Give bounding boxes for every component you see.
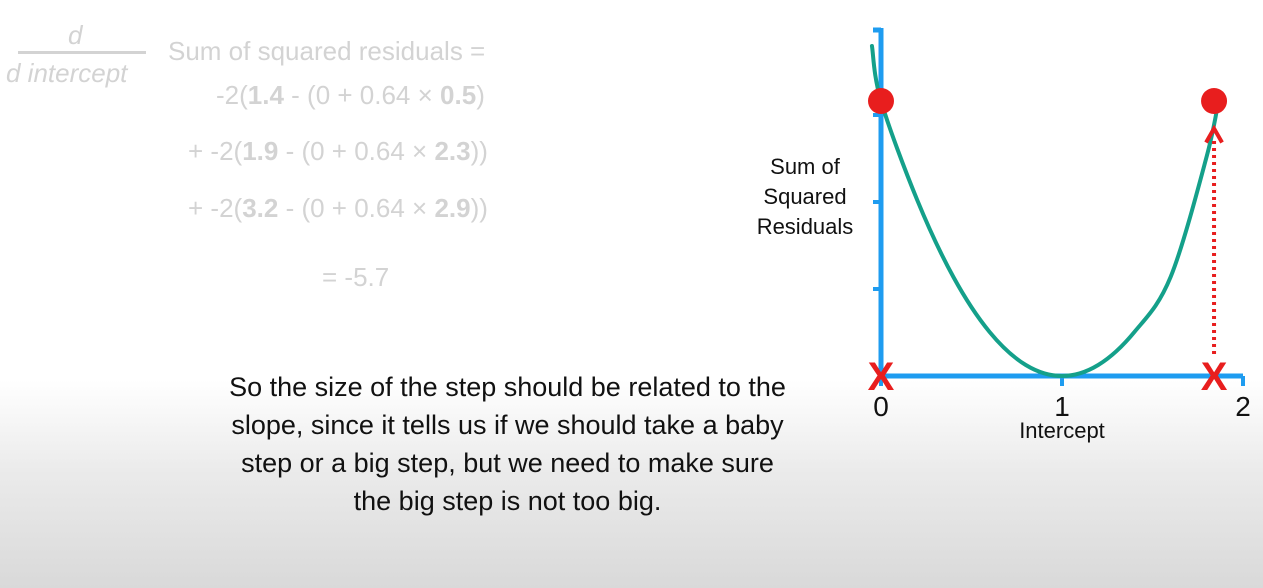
x-tick-label: 2 bbox=[1235, 391, 1251, 422]
term-prefix: + -2( bbox=[188, 136, 243, 166]
term-suffix: )) bbox=[470, 136, 488, 166]
formula-lhs: Sum of squared residuals = bbox=[168, 36, 486, 66]
term-suffix: ) bbox=[476, 80, 485, 110]
term-x: 2.3 bbox=[434, 136, 471, 166]
x-tick-label: 1 bbox=[1054, 391, 1070, 422]
ssr-point-0 bbox=[868, 88, 894, 114]
term-suffix: )) bbox=[470, 193, 488, 223]
fraction-denominator: d intercept bbox=[6, 58, 128, 88]
fraction-bar bbox=[18, 51, 146, 54]
y-axis-label-line: Sum of bbox=[770, 154, 841, 179]
ssr-point-1 bbox=[1201, 88, 1228, 114]
caption-text: So the size of the step should be relate… bbox=[229, 372, 786, 516]
points-layer bbox=[868, 88, 1228, 114]
term-observed: 1.9 bbox=[242, 136, 279, 166]
term-prefix: -2( bbox=[216, 80, 248, 110]
y-axis-label-line: Residuals bbox=[757, 214, 854, 239]
term-x: 2.9 bbox=[434, 193, 471, 223]
curve-layer bbox=[869, 44, 1222, 379]
fraction-numerator: d bbox=[68, 20, 83, 50]
term-x: 0.5 bbox=[440, 80, 477, 110]
derivative-formula: d d intercept Sum of squared residuals =… bbox=[0, 0, 640, 300]
term-prefix: + -2( bbox=[188, 193, 243, 223]
term-mid: - (0 + 0.64 × bbox=[283, 80, 441, 110]
y-axis-label-line: Squared bbox=[763, 184, 846, 209]
formula-line-1: -2(1.4 - (0 + 0.64 × 0.5) bbox=[216, 80, 485, 111]
step-arrow-head bbox=[1204, 124, 1224, 144]
formula-result: = -5.7 bbox=[322, 262, 390, 292]
term-observed: 3.2 bbox=[242, 193, 279, 223]
x-marker-1: X bbox=[1201, 355, 1228, 399]
x-axis-label: Intercept bbox=[1019, 418, 1105, 443]
term-observed: 1.4 bbox=[247, 80, 284, 110]
term-mid: - (0 + 0.64 × bbox=[278, 136, 435, 166]
formula-line-3: + -2(3.2 - (0 + 0.64 × 2.9)) bbox=[188, 193, 488, 224]
ssr-curve bbox=[869, 44, 1222, 379]
formula-line-2: + -2(1.9 - (0 + 0.64 × 2.3)) bbox=[188, 136, 488, 167]
arrow-layer bbox=[1204, 124, 1224, 354]
chart-axes bbox=[873, 27, 1245, 386]
x-marker-0: X bbox=[868, 355, 895, 399]
x-tick-label: 0 bbox=[873, 391, 889, 422]
term-mid: - (0 + 0.64 × bbox=[278, 193, 435, 223]
